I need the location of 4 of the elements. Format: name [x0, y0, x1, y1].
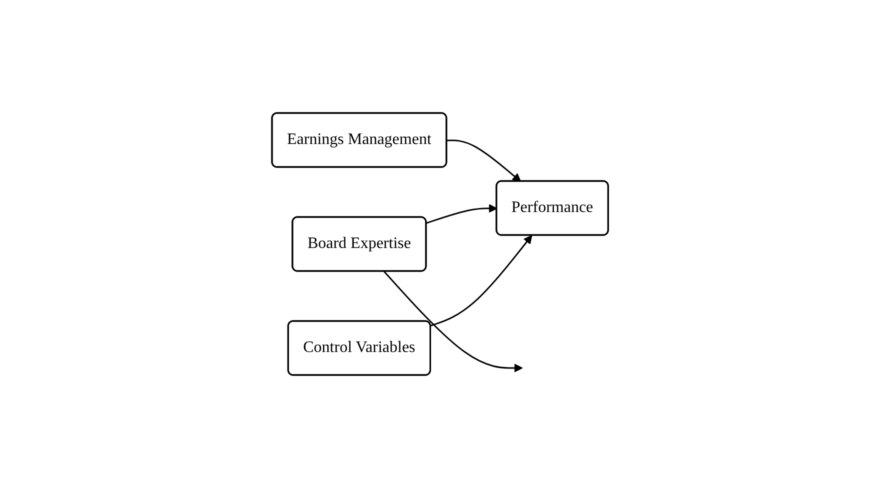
arrow [426, 203, 498, 224]
arrow [430, 234, 533, 326]
arrow [384, 270, 524, 372]
arrow [447, 139, 522, 182]
